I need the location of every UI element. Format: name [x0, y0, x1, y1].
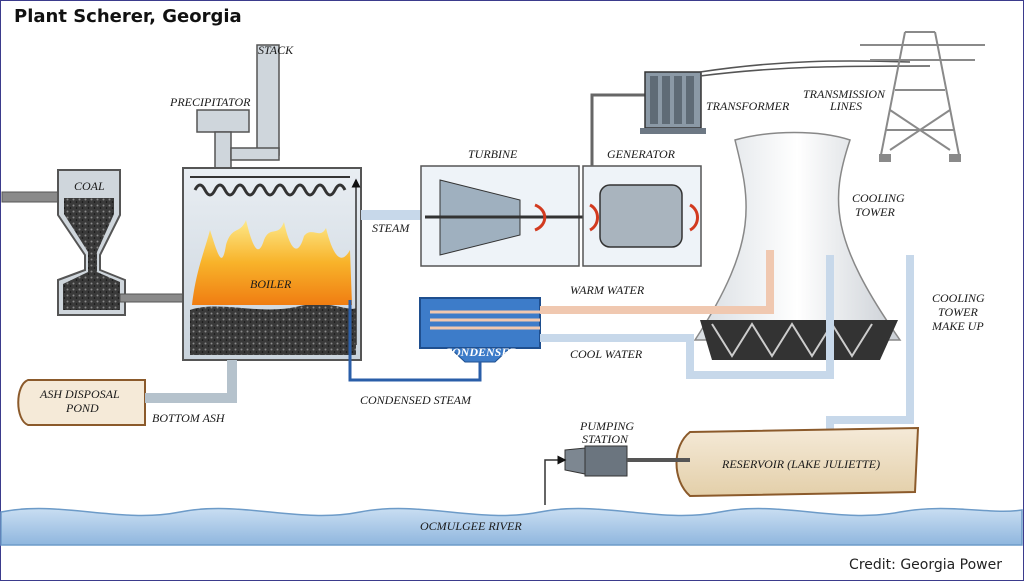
cooling-tower [693, 131, 902, 360]
coal-hopper [1, 169, 187, 316]
transmission-tower [860, 31, 985, 162]
label-steam: STEAM [372, 221, 410, 235]
label-generator: GENERATOR [607, 147, 676, 161]
label-ash-pond-1: ASH DISPOSAL [39, 387, 120, 401]
label-boiler: BOILER [250, 277, 292, 291]
label-cooling-tower-1: COOLING [852, 191, 905, 205]
precipitator [196, 44, 280, 171]
credit-text: Credit: Georgia Power [849, 557, 1002, 573]
pumping-station [544, 445, 690, 505]
label-makeup-2: TOWER [938, 305, 978, 319]
turbine [420, 165, 600, 267]
condensed-steam-pipe [348, 300, 482, 382]
boiler [182, 167, 362, 361]
reservoir [675, 426, 920, 498]
label-river: OCMULGEE RIVER [420, 519, 522, 533]
label-reservoir: RESERVOIR (LAKE JULIETTE) [721, 457, 880, 471]
label-makeup-3: MAKE UP [931, 319, 984, 333]
label-pumping-2: STATION [582, 432, 629, 446]
label-pumping-1: PUMPING [579, 419, 634, 433]
condenser [419, 297, 541, 363]
label-precipitator: PRECIPITATOR [169, 95, 251, 109]
diagram-title: Plant Scherer, Georgia [14, 6, 242, 27]
generator [582, 93, 702, 267]
label-turbine: TURBINE [468, 147, 518, 161]
ash-disposal-pond [17, 360, 237, 426]
label-warm-water: WARM WATER [570, 283, 645, 297]
label-bottom-ash: BOTTOM ASH [152, 411, 226, 425]
label-cool-water: COOL WATER [570, 347, 643, 361]
label-stack: STACK [258, 43, 294, 57]
label-ash-pond-2: POND [65, 401, 99, 415]
river [0, 507, 1023, 546]
label-condenser: CONDENSER [444, 345, 517, 359]
label-condensed-steam: CONDENSED STEAM [360, 393, 472, 407]
label-transmission-2: LINES [829, 99, 862, 113]
label-coal: COAL [74, 179, 105, 193]
makeup-pipe [826, 255, 914, 430]
cool-water-pipe [540, 255, 834, 379]
warm-water-pipe [540, 250, 774, 314]
label-transformer: TRANSFORMER [706, 99, 790, 113]
label-transmission-1: TRANSMISSION [803, 87, 886, 101]
label-makeup-1: COOLING [932, 291, 985, 305]
label-cooling-tower-2: TOWER [855, 205, 895, 219]
